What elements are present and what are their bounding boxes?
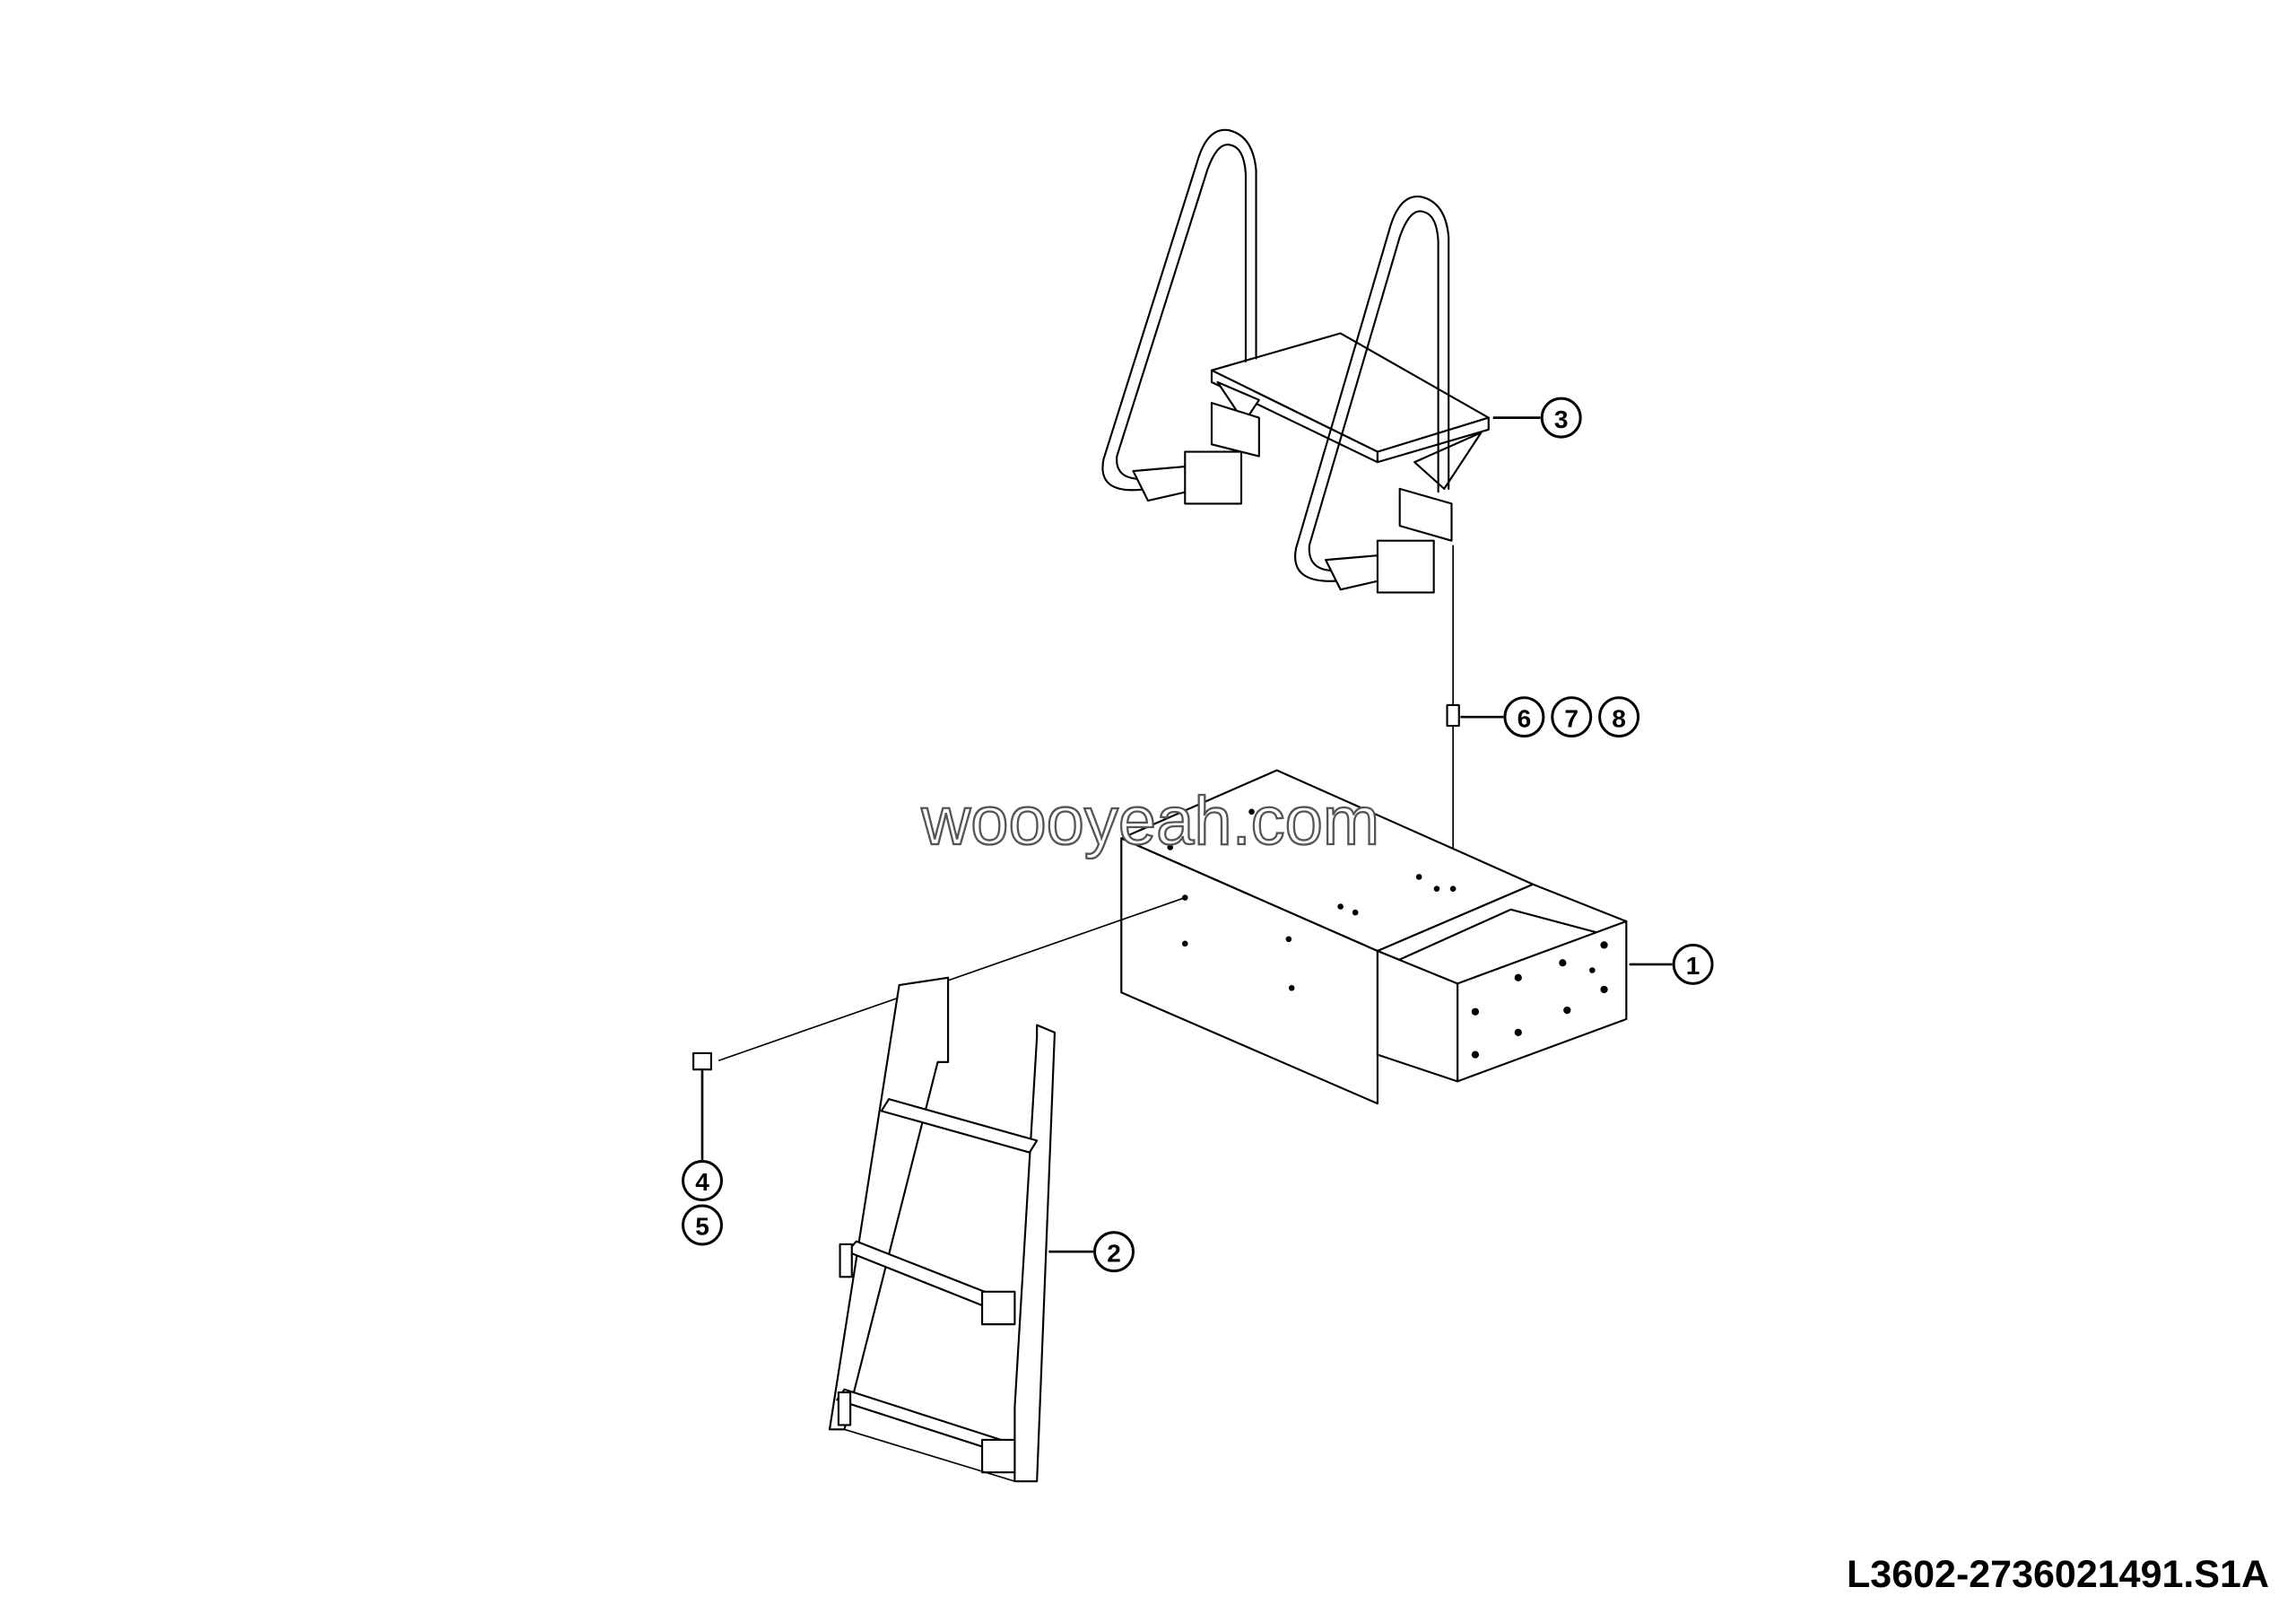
- drawing-code: L3602-2736021491.S1A: [1847, 1553, 2269, 1596]
- callout-5: 5: [695, 1213, 709, 1241]
- svg-text:2: 2: [1107, 1239, 1121, 1267]
- callout-4: 4: [695, 1168, 709, 1196]
- callout-4-5[interactable]: 4 5: [682, 1069, 723, 1246]
- callout-6-7-8[interactable]: 6 7 8: [1460, 696, 1640, 738]
- callout-3[interactable]: 3: [1492, 397, 1582, 439]
- callout-1[interactable]: 1: [1629, 943, 1714, 985]
- callout-8: 8: [1612, 704, 1626, 732]
- ladder: [828, 976, 1057, 1483]
- handrail-step-assembly: [1101, 128, 1490, 594]
- bolt-icon: [692, 1051, 712, 1071]
- callout-7: 7: [1564, 704, 1578, 732]
- watermark: woooyeah.com: [920, 783, 1379, 859]
- callout-6: 6: [1518, 704, 1532, 732]
- callout-2[interactable]: 2: [1048, 1231, 1135, 1273]
- svg-text:1: 1: [1686, 952, 1700, 980]
- bolt-washer-nut-icon: [1446, 703, 1460, 728]
- svg-text:3: 3: [1554, 406, 1569, 433]
- step-box: [1120, 769, 1628, 1105]
